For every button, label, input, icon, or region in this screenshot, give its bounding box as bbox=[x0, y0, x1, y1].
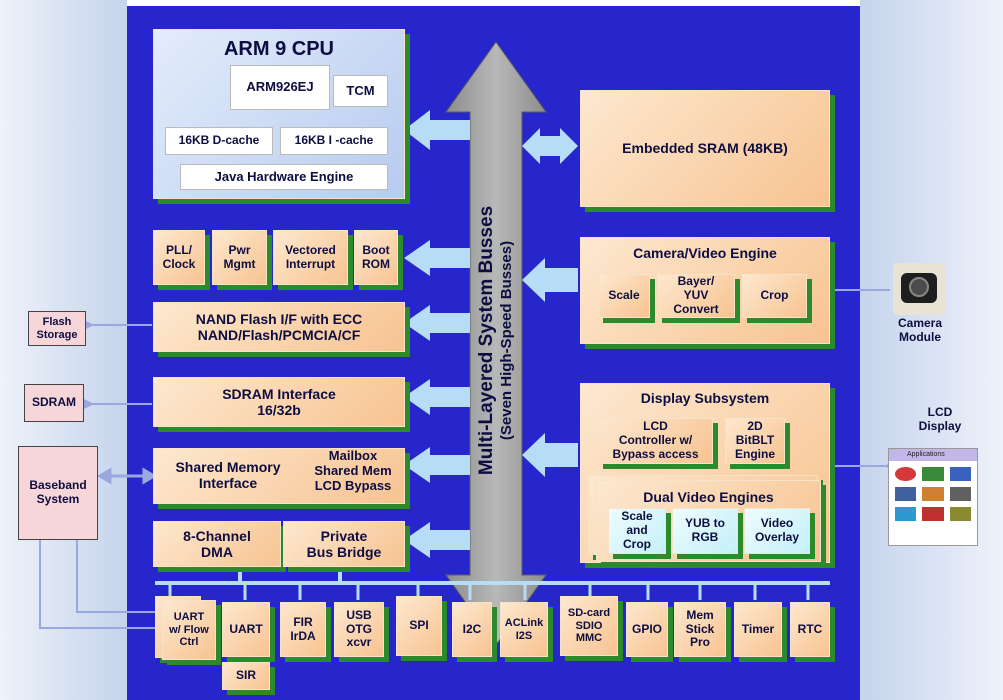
dma-block: 8-Channel DMA bbox=[153, 521, 281, 567]
vectored-interrupt-block: Vectored Interrupt bbox=[273, 230, 348, 285]
boot-rom-block: Boot ROM bbox=[354, 230, 398, 285]
baseband-link bbox=[97, 467, 157, 485]
gpio-block: GPIO bbox=[626, 602, 668, 657]
lcd-app-grid bbox=[889, 461, 977, 527]
camera-crop-block: Crop bbox=[742, 274, 807, 318]
display-title: Display Subsystem bbox=[640, 390, 770, 406]
tcm-block: TCM bbox=[333, 75, 388, 107]
right-bus-connectors bbox=[522, 128, 578, 477]
scale-crop-block: Scale and Crop bbox=[608, 508, 666, 554]
right-background bbox=[860, 0, 1003, 700]
sir-block: SIR bbox=[222, 662, 270, 690]
i2c-block: I2C bbox=[452, 602, 492, 657]
app-icon bbox=[922, 507, 944, 521]
embedded-sram-block: Embedded SRAM (48KB) bbox=[580, 90, 830, 207]
bus-title: Multi-Layered System Busses bbox=[476, 205, 498, 475]
mailbox-label: Mailbox Shared Mem LCD Bypass bbox=[314, 448, 392, 493]
lcd-controller-block: LCD Controller w/ Bypass access bbox=[598, 418, 713, 464]
sdio-mmc-block: SD-card SDIO MMC bbox=[560, 596, 618, 656]
left-background bbox=[0, 0, 127, 700]
mem-stick-pro-block: Mem Stick Pro bbox=[674, 602, 726, 657]
pwr-mgmt-block: Pwr Mgmt bbox=[212, 230, 267, 285]
app-icon bbox=[895, 467, 917, 481]
bus-subtitle: (Seven High-Speed Busses) bbox=[498, 240, 516, 440]
java-engine-block: Java Hardware Engine bbox=[180, 164, 388, 190]
fir-irda-block: FIR IrDA bbox=[280, 602, 326, 657]
private-bus-bridge-block: Private Bus Bridge bbox=[283, 521, 405, 567]
app-icon bbox=[922, 487, 944, 501]
system-bus-arrow bbox=[445, 41, 547, 646]
arm926ej-block: ARM926EJ bbox=[230, 65, 330, 110]
icache-block: 16KB I -cache bbox=[280, 127, 388, 155]
app-icon bbox=[949, 507, 971, 521]
app-icon bbox=[922, 467, 944, 481]
dual-video-title: Dual Video Engines bbox=[643, 489, 774, 505]
flash-storage-block: Flash Storage bbox=[28, 311, 86, 346]
camera-module-label: Camera Module bbox=[897, 316, 943, 344]
lcd-display-label: LCD Display bbox=[918, 405, 962, 433]
lcd-app-title: Applications bbox=[889, 449, 977, 461]
app-icon bbox=[949, 487, 971, 501]
baseband-system-block: Baseband System bbox=[18, 446, 98, 540]
sdram-interface-block: SDRAM Interface 16/32b bbox=[153, 377, 405, 427]
left-bus-connectors bbox=[404, 110, 470, 558]
video-overlay-block: Video Overlay bbox=[744, 508, 810, 554]
shared-memory-label: Shared Memory Interface bbox=[175, 459, 281, 492]
sdram-external-block: SDRAM bbox=[24, 384, 84, 422]
camera-engine-title: Camera/Video Engine bbox=[633, 245, 777, 261]
uart-flow-ctrl-block: UART w/ Flow Ctrl bbox=[162, 600, 216, 660]
cpu-title: ARM 9 CPU bbox=[223, 38, 334, 60]
lcd-display-screen: Applications bbox=[888, 448, 978, 546]
uart-block: UART bbox=[222, 602, 270, 657]
shared-memory-block bbox=[153, 448, 405, 504]
aclink-i2s-block: ACLink I2S bbox=[500, 602, 548, 657]
timer-block: Timer bbox=[734, 602, 782, 657]
yub-to-rgb-block: YUB to RGB bbox=[672, 508, 738, 554]
rtc-block: RTC bbox=[790, 602, 830, 657]
spi-block: SPI bbox=[396, 596, 442, 656]
bitblt-block: 2D BitBLT Engine bbox=[725, 418, 785, 464]
camera-scale-block: Scale bbox=[598, 274, 650, 318]
camera-module-icon bbox=[893, 263, 945, 315]
app-icon bbox=[949, 467, 971, 481]
dcache-block: 16KB D-cache bbox=[165, 127, 273, 155]
pll-clock-block: PLL/ Clock bbox=[153, 230, 205, 285]
app-icon bbox=[895, 487, 917, 501]
bus-label: Multi-Layered System Busses (Seven High-… bbox=[441, 120, 551, 560]
bayer-convert-block: Bayer/ YUV Convert bbox=[657, 274, 735, 318]
app-icon bbox=[895, 507, 917, 521]
nand-flash-if-block: NAND Flash I/F with ECC NAND/Flash/PCMCI… bbox=[153, 302, 405, 352]
usb-otg-block: USB OTG xcvr bbox=[334, 602, 384, 657]
